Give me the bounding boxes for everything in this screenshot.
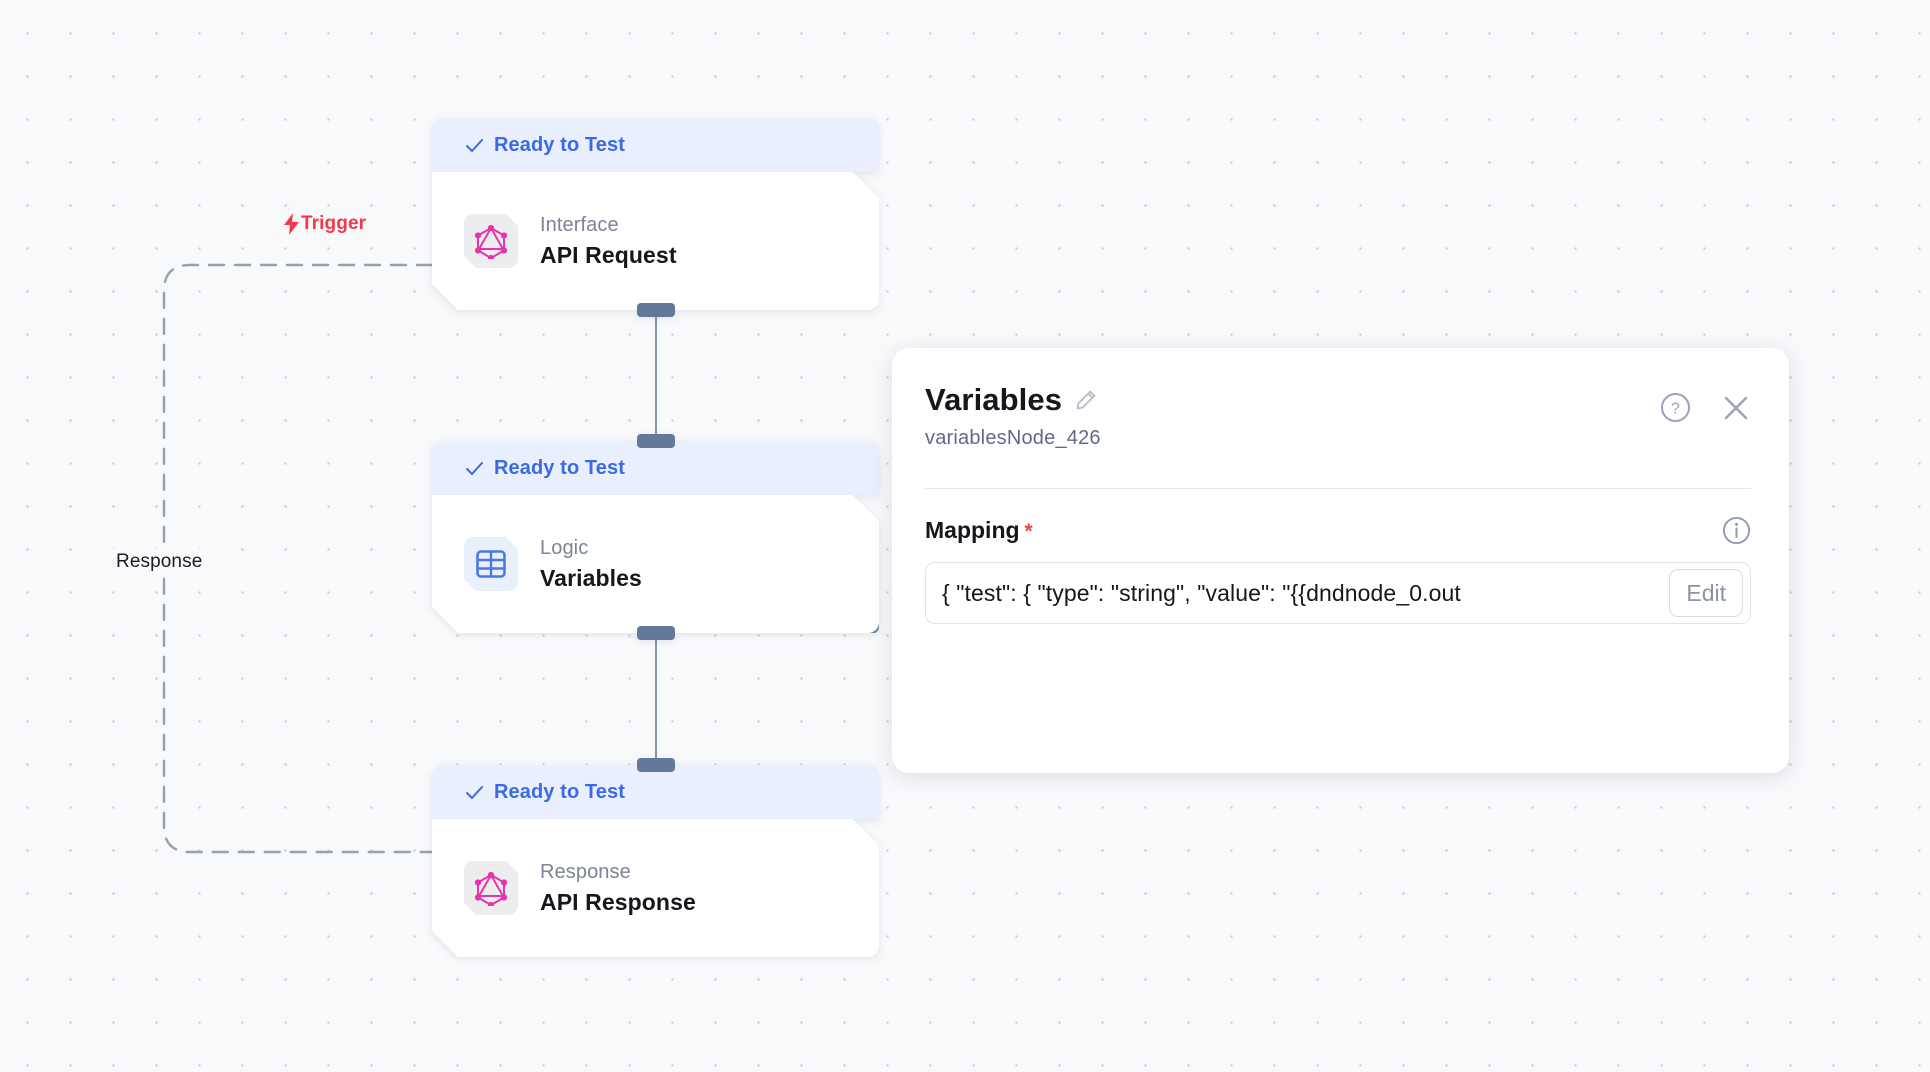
node-kind-label: Logic	[540, 536, 589, 559]
mapping-label-text: Mapping	[925, 517, 1020, 543]
node-api-response[interactable]: Ready to Test Response API	[432, 758, 879, 957]
node-text-api-response: Response API Response	[540, 861, 696, 916]
node-text-api-request: Interface API Request	[540, 214, 677, 269]
response-edge-label: Response	[111, 549, 208, 575]
handle-top-api-response[interactable]	[636, 758, 675, 772]
node-variables[interactable]: Ready to Test Logic Variables	[432, 434, 879, 640]
check-icon	[466, 138, 483, 152]
panel-title-group: Variables variablesNode_426	[925, 382, 1101, 450]
pencil-icon[interactable]	[1075, 389, 1097, 411]
node-status-label: Ready to Test	[494, 456, 625, 479]
required-marker: *	[1024, 520, 1033, 543]
node-title-label: API Response	[540, 888, 696, 915]
node-title-label: Variables	[540, 564, 642, 591]
node-title-label: API Request	[540, 241, 677, 268]
close-icon[interactable]	[1721, 393, 1751, 423]
node-status-api-request: Ready to Test	[432, 118, 879, 172]
graphql-icon	[464, 214, 518, 268]
node-kind-label: Response	[540, 860, 631, 883]
table-grid-icon	[464, 537, 518, 591]
trigger-edge-label: Trigger	[283, 213, 366, 235]
node-text-variables: Logic Variables	[540, 537, 642, 592]
panel-subtitle: variablesNode_426	[925, 427, 1101, 449]
node-body-api-response[interactable]: Response API Response	[432, 819, 879, 957]
check-icon	[466, 785, 483, 799]
node-kind-label: Interface	[540, 213, 619, 236]
info-circle-icon[interactable]	[1722, 516, 1751, 545]
mapping-edit-button[interactable]: Edit	[1669, 569, 1743, 617]
node-body-api-request[interactable]: Interface API Request	[432, 172, 879, 310]
graphql-icon	[464, 861, 518, 915]
node-status-label: Ready to Test	[494, 133, 625, 156]
handle-bottom-api-request[interactable]	[636, 303, 675, 317]
panel-divider	[925, 488, 1751, 489]
panel-actions: ?	[1660, 382, 1751, 423]
panel-title-row: Variables	[925, 382, 1101, 418]
node-properties-panel[interactable]: Variables variablesNode_426 ?	[892, 348, 1789, 773]
handle-bottom-variables[interactable]	[636, 626, 675, 640]
mapping-label-row: Mapping *	[925, 516, 1751, 545]
connector-variables-to-response	[655, 636, 657, 771]
node-api-request[interactable]: Ready to Test Interface AP	[432, 118, 879, 317]
mapping-label: Mapping *	[925, 517, 1033, 544]
question-circle-icon[interactable]: ?	[1660, 392, 1691, 423]
connector-request-to-variables	[655, 310, 657, 445]
node-status-api-response: Ready to Test	[432, 765, 879, 819]
svg-text:?: ?	[1671, 401, 1680, 418]
check-icon	[466, 461, 483, 475]
handle-top-variables[interactable]	[636, 434, 675, 448]
mapping-value: { "test": { "type": "string", "value": "…	[942, 579, 1461, 606]
lightning-bolt-icon	[284, 213, 299, 235]
node-body-variables[interactable]: Logic Variables	[432, 495, 879, 633]
trigger-edge-text: Trigger	[301, 213, 367, 234]
node-status-variables: Ready to Test	[432, 441, 879, 495]
mapping-input[interactable]: { "test": { "type": "string", "value": "…	[925, 562, 1751, 624]
panel-header: Variables variablesNode_426 ?	[925, 382, 1751, 450]
page-title: Variables	[925, 382, 1063, 417]
node-status-label: Ready to Test	[494, 780, 625, 803]
